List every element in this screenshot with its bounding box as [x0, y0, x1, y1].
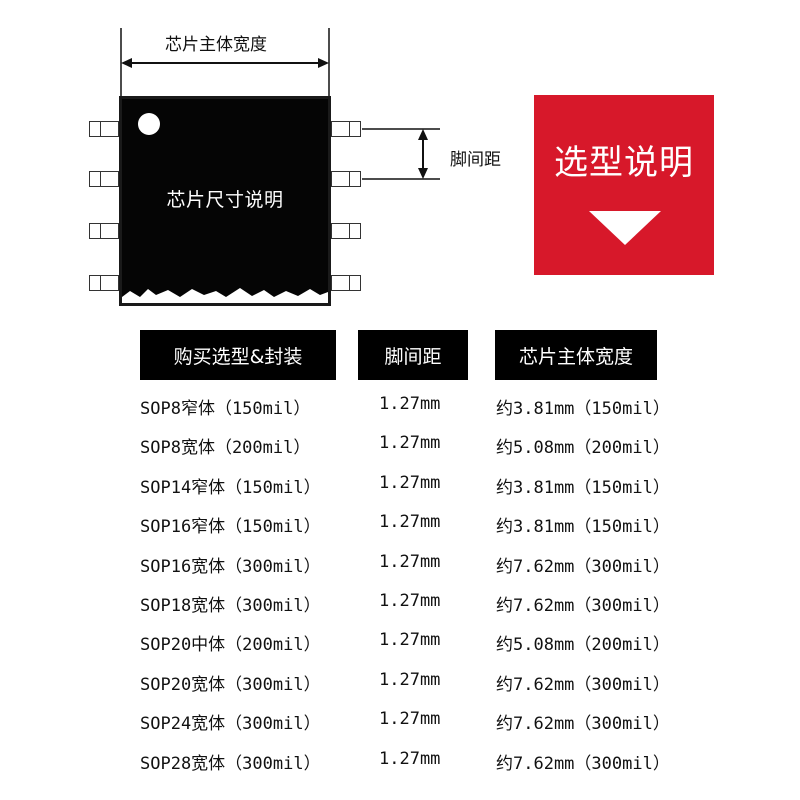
package-cell: SOP16宽体（300mil）: [140, 556, 321, 577]
pitch-cell: 1.27mm: [379, 669, 441, 690]
right-pin-2: [331, 171, 361, 187]
pitch-cell: 1.27mm: [379, 709, 441, 730]
pitch-cell: 1.27mm: [379, 433, 441, 454]
pitch-cell: 1.27mm: [379, 472, 441, 493]
triangle-down-icon: [589, 211, 661, 245]
chip-diagram: 芯片主体宽度 脚间距: [0, 0, 800, 320]
pin1-marker-icon: [138, 113, 160, 135]
width-cell: 约3.81mm（150mil）: [496, 477, 670, 498]
left-pin-3: [89, 223, 119, 239]
package-cell: SOP14窄体（150mil）: [140, 477, 321, 498]
pitch-cell: 1.27mm: [379, 590, 441, 611]
chip-torn-edge: [122, 288, 328, 303]
table-row: SOP20中体（200mil） 1.27mm 约5.08mm（200mil）: [0, 621, 800, 660]
chip-label: 芯片尺寸说明: [166, 189, 284, 211]
package-cell: SOP28宽体（300mil）: [140, 753, 321, 774]
header-package: 购买选型&封装: [140, 330, 336, 380]
spec-table: SOP8窄体（150mil） 1.27mm 约3.81mm（150mil） SO…: [0, 385, 800, 779]
right-pin-1: [331, 121, 361, 137]
pitch-cell: 1.27mm: [379, 394, 441, 414]
left-pin-2: [89, 171, 119, 187]
table-row: SOP16窄体（150mil） 1.27mm 约3.81mm（150mil）: [0, 503, 800, 542]
package-cell: SOP8窄体（150mil）: [140, 399, 311, 419]
pitch-cell: 1.27mm: [379, 551, 441, 572]
right-pin-4: [331, 275, 361, 291]
package-cell: SOP20宽体（300mil）: [140, 674, 321, 695]
package-cell: SOP18宽体（300mil）: [140, 595, 321, 616]
right-pin-3: [331, 223, 361, 239]
width-cell: 约5.08mm（200mil）: [496, 635, 670, 656]
body-width-label: 芯片主体宽度: [165, 35, 267, 55]
width-cell: 约3.81mm（150mil）: [496, 399, 670, 419]
header-pin-pitch: 脚间距: [358, 330, 468, 380]
table-row: SOP24宽体（300mil） 1.27mm 约7.62mm（300mil）: [0, 700, 800, 739]
table-row: SOP8宽体（200mil） 1.27mm 约5.08mm（200mil）: [0, 424, 800, 463]
table-row: SOP8窄体（150mil） 1.27mm 约3.81mm（150mil）: [0, 385, 800, 424]
table-row: SOP18宽体（300mil） 1.27mm 约7.62mm（300mil）: [0, 582, 800, 621]
package-cell: SOP20中体（200mil）: [140, 635, 321, 656]
pitch-cell: 1.27mm: [379, 748, 441, 769]
table-row: SOP16宽体（300mil） 1.27mm 约7.62mm（300mil）: [0, 543, 800, 582]
header-body-width: 芯片主体宽度: [495, 330, 657, 380]
pitch-cell: 1.27mm: [379, 512, 441, 533]
table-row: SOP28宽体（300mil） 1.27mm 约7.62mm（300mil）: [0, 740, 800, 779]
width-cell: 约3.81mm（150mil）: [496, 517, 670, 538]
width-cell: 约7.62mm（300mil）: [496, 714, 670, 735]
width-cell: 约7.62mm（300mil）: [496, 753, 670, 774]
pitch-cell: 1.27mm: [379, 630, 441, 651]
left-pin-1: [89, 121, 119, 137]
package-cell: SOP24宽体（300mil）: [140, 714, 321, 735]
width-cell: 约7.62mm（300mil）: [496, 674, 670, 695]
width-cell: 约7.62mm（300mil）: [496, 556, 670, 577]
table-row: SOP20宽体（300mil） 1.27mm 约7.62mm（300mil）: [0, 661, 800, 700]
pin-pitch-label: 脚间距: [450, 150, 501, 170]
banner-title: 选型说明: [554, 143, 694, 183]
package-cell: SOP8宽体（200mil）: [140, 438, 311, 459]
width-cell: 约5.08mm（200mil）: [496, 438, 670, 459]
package-cell: SOP16窄体（150mil）: [140, 517, 321, 538]
chip-body: 芯片尺寸说明: [119, 96, 331, 306]
dimension-lines: [120, 28, 440, 180]
left-pin-4: [89, 275, 119, 291]
table-row: SOP14窄体（150mil） 1.27mm 约3.81mm（150mil）: [0, 464, 800, 503]
width-cell: 约7.62mm（300mil）: [496, 595, 670, 616]
selection-guide-banner: 选型说明: [534, 95, 714, 275]
